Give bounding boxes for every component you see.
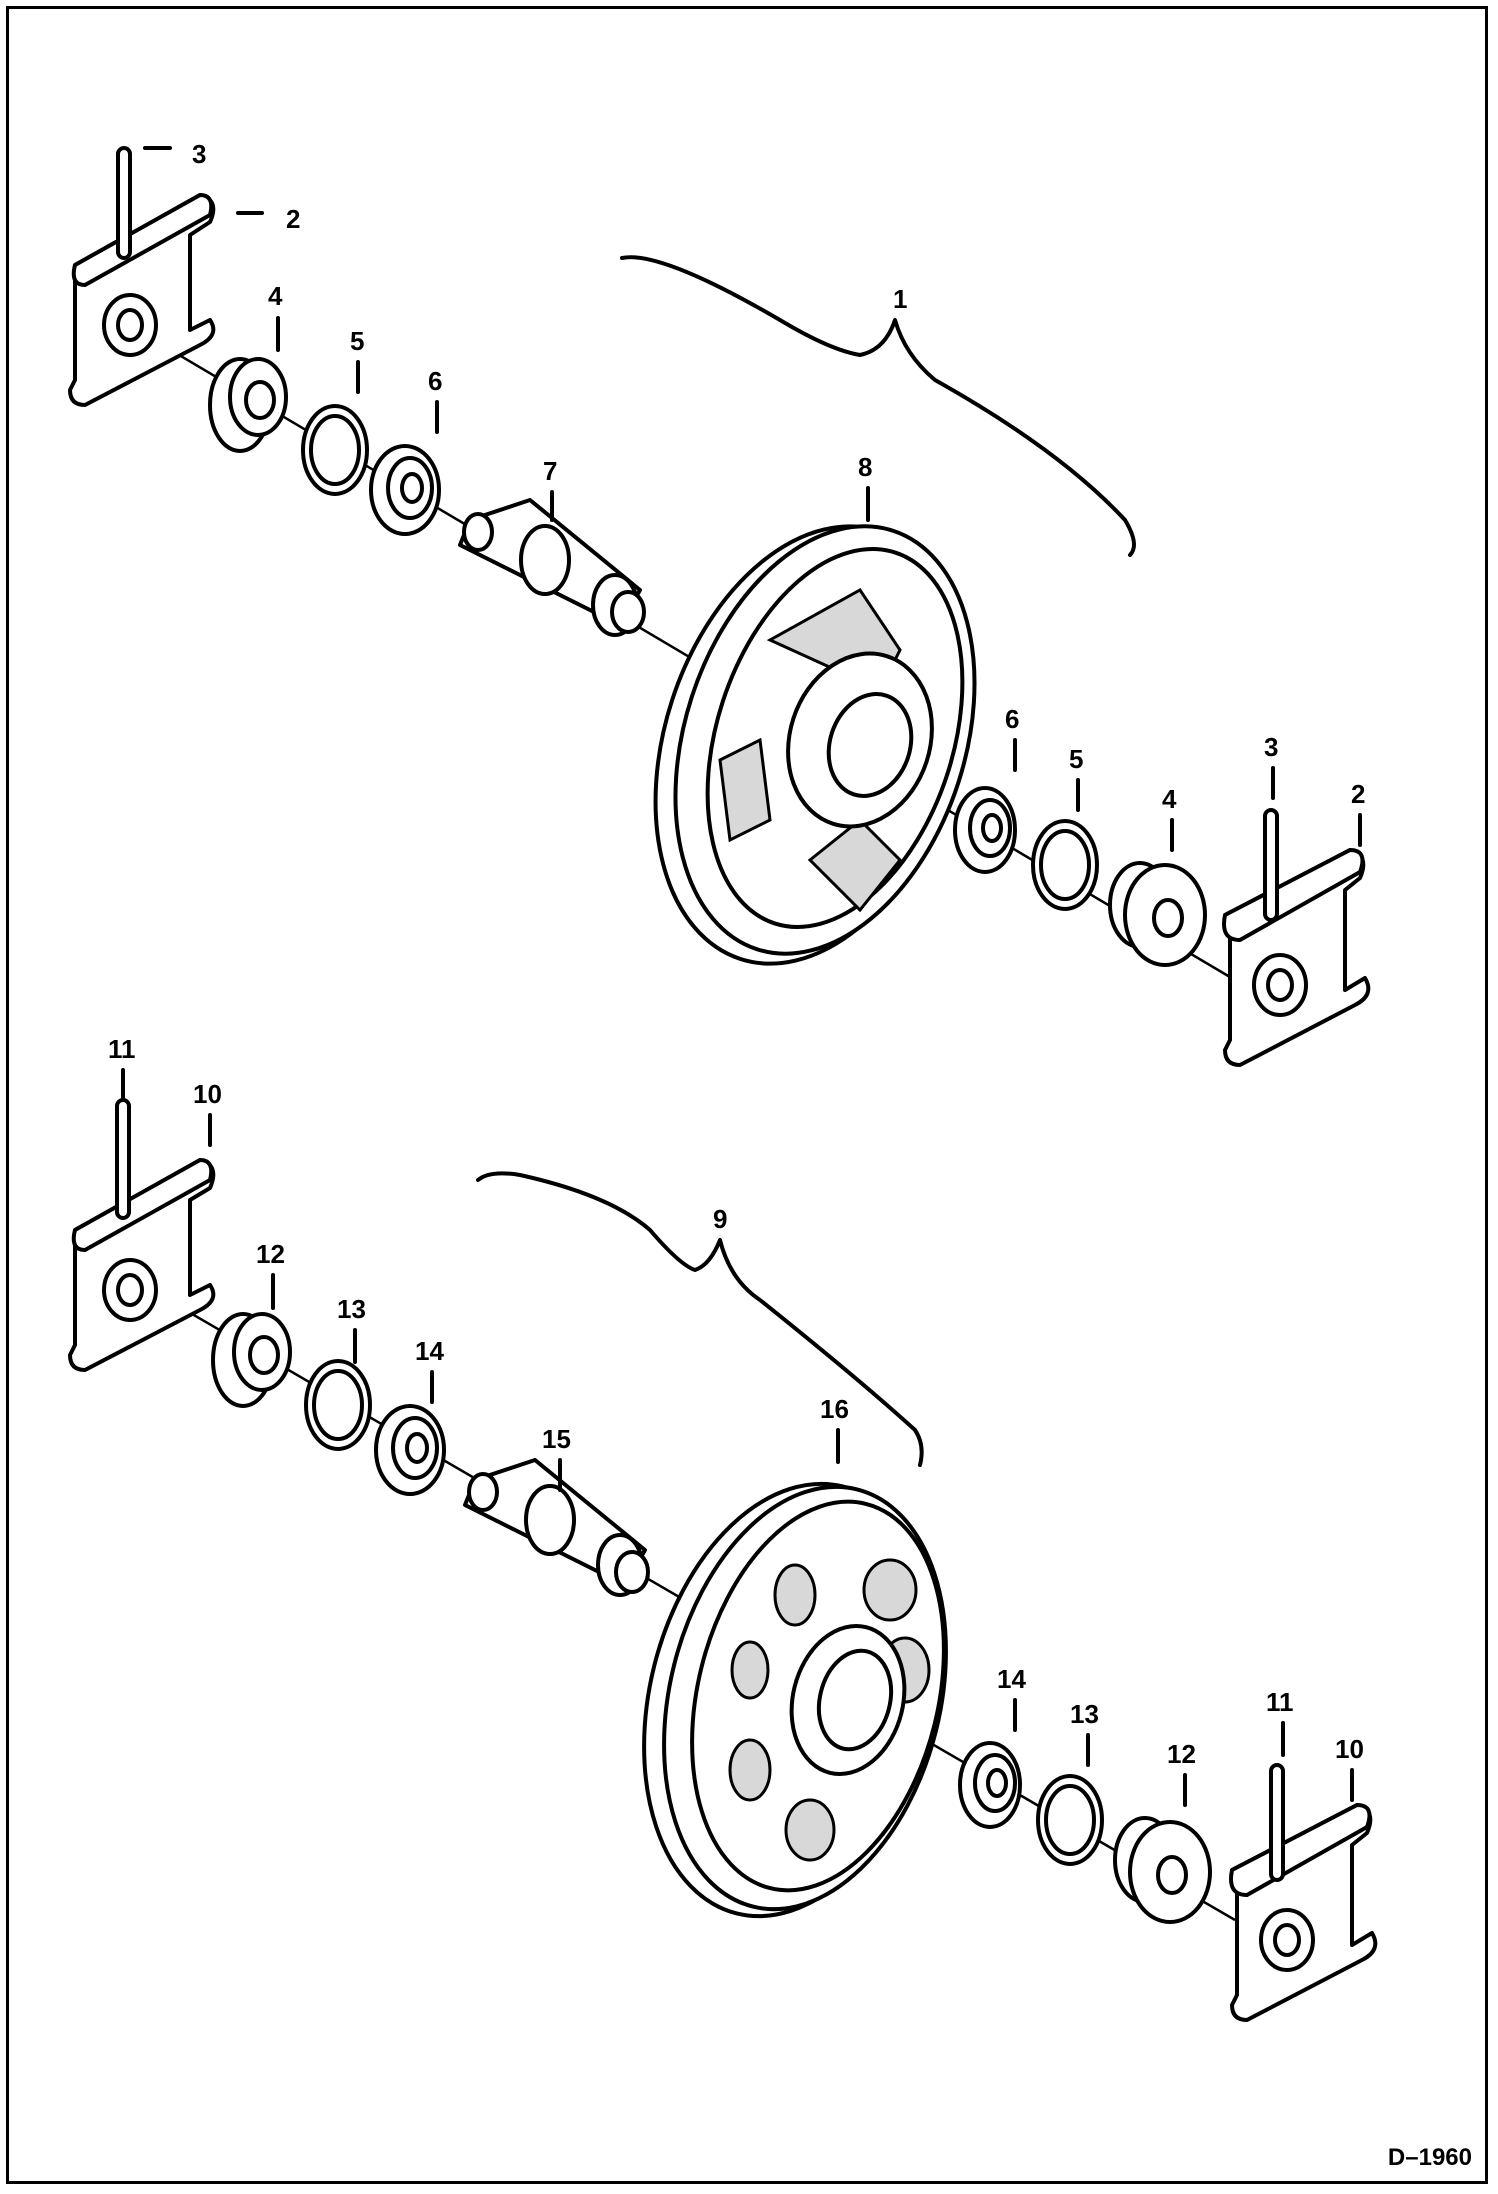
callout-axle-lower: 15 (542, 1424, 571, 1454)
callout-snap-ring-upper-left: 5 (350, 326, 364, 356)
upper-left-snap-ring (301, 404, 369, 496)
lower-left-bearing (374, 1404, 446, 1496)
upper-right-bearing (953, 786, 1017, 874)
upper-left-pin (116, 146, 132, 260)
upper-right-retainer (1108, 861, 1207, 967)
callout-bearing-upper-right: 6 (1005, 704, 1019, 734)
lower-right-mount (1229, 1803, 1378, 2022)
callout-labels: 3 2 4 5 6 7 8 1 6 5 4 3 2 11 10 12 13 14… (108, 139, 1365, 1769)
callout-snap-ring-upper-right: 5 (1069, 744, 1083, 774)
lower-left-pin (115, 1098, 131, 1220)
lower-left-retainer (211, 1312, 292, 1408)
callout-mount-lower-left: 10 (193, 1079, 222, 1109)
callout-snap-ring-lower-left: 13 (337, 1294, 366, 1324)
lower-right-retainer (1113, 1816, 1212, 1924)
upper-assembly (68, 146, 1371, 1067)
callout-bearing-lower-left: 14 (415, 1336, 444, 1366)
callout-bearing-upper-left: 6 (428, 366, 442, 396)
lower-left-mount (68, 1158, 216, 1372)
upper-right-mount (1222, 848, 1371, 1067)
upper-assembly-brace (620, 255, 1136, 557)
callout-assembly-upper: 1 (893, 284, 907, 314)
lower-axle (463, 1458, 650, 1597)
callout-pin-lower-right: 11 (1266, 1687, 1294, 1717)
callout-mount-upper-right: 2 (1351, 779, 1365, 809)
callout-retainer-upper-left: 4 (268, 281, 283, 311)
callout-pin-lower-left: 11 (108, 1034, 136, 1064)
callout-retainer-lower-left: 12 (256, 1239, 285, 1269)
callout-bearing-lower-right: 14 (997, 1664, 1026, 1694)
leader-lines (121, 146, 1362, 1807)
callout-axle-upper: 7 (543, 456, 557, 486)
callout-pin-upper-right: 3 (1264, 732, 1278, 762)
callout-retainer-lower-right: 12 (1167, 1739, 1196, 1769)
drawing-frame (6, 6, 1488, 2184)
upper-left-bearing (369, 444, 441, 536)
callout-pin-upper-left: 3 (192, 139, 206, 169)
lower-right-pin (1269, 1763, 1285, 1882)
callout-mount-upper-left: 2 (286, 204, 300, 234)
figure-code: D–1960 (1388, 2144, 1472, 2171)
callout-assembly-lower: 9 (713, 1204, 727, 1234)
lower-wheel (642, 1481, 948, 1919)
upper-left-retainer (208, 357, 288, 453)
callout-retainer-upper-right: 4 (1162, 784, 1177, 814)
lower-assembly (68, 1098, 1378, 2022)
lower-right-snap-ring (1036, 1774, 1104, 1866)
lower-left-snap-ring (304, 1359, 372, 1451)
upper-axle (458, 498, 646, 637)
upper-right-pin (1263, 808, 1279, 922)
callout-snap-ring-lower-right: 13 (1070, 1699, 1099, 1729)
upper-right-snap-ring (1031, 819, 1099, 911)
callout-wheel-lower: 16 (820, 1394, 849, 1424)
callout-wheel-upper: 8 (858, 452, 872, 482)
lower-right-bearing (958, 1741, 1022, 1829)
upper-left-mount (68, 193, 216, 407)
lower-assembly-brace (476, 1171, 924, 1467)
upper-wheel (653, 524, 977, 966)
callout-mount-lower-right: 10 (1335, 1734, 1364, 1764)
